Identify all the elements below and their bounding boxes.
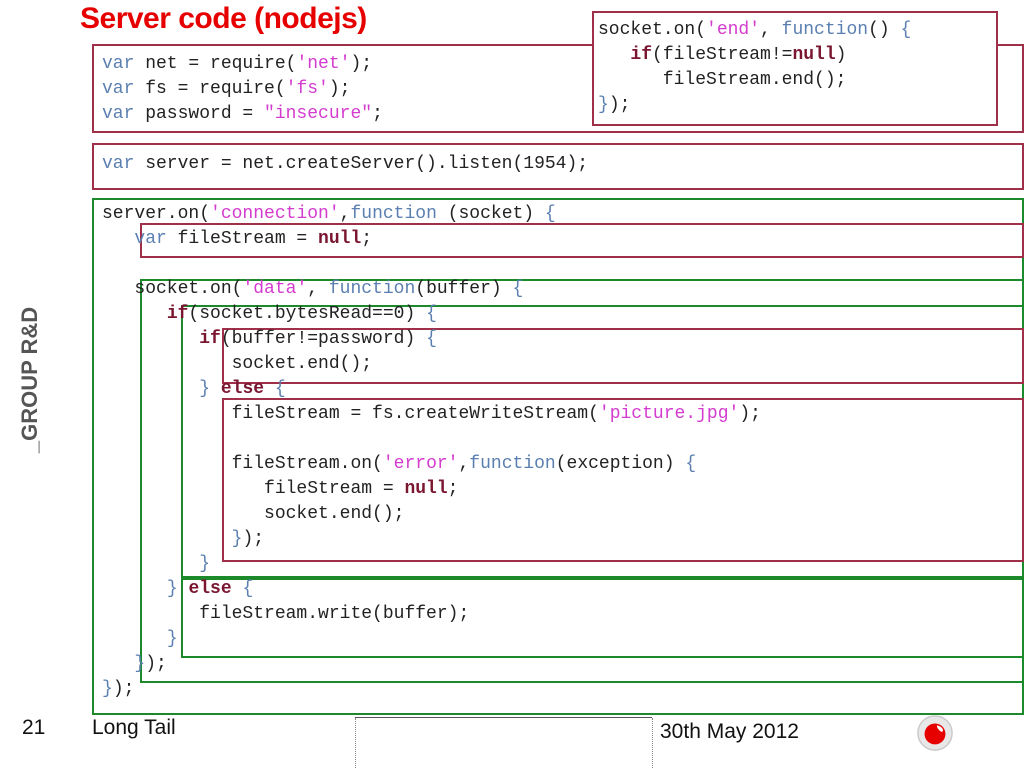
footer-separator [355, 718, 356, 768]
footer-text: Long Tail [92, 716, 176, 739]
code-line: fileStream.on('error',function(exception… [102, 454, 697, 474]
require-box [92, 44, 1024, 133]
code-line: if(buffer!=password) { [199, 329, 437, 349]
code-requires: var net = require('net'); var fs = requir… [102, 52, 383, 127]
code-connection: server.on('connection',function (socket)… [102, 202, 761, 702]
filestream-var-box [140, 223, 1024, 258]
code-line: var fs = require('fs'); [102, 79, 351, 99]
code-line: fileStream = fs.createWriteStream('pictu… [102, 404, 761, 424]
code-line: }); [102, 679, 135, 699]
end-handler-box [592, 11, 998, 126]
code-line: var server = net.createServer().listen(1… [102, 154, 589, 174]
code-line: socket.on('data', function(buffer) { [102, 279, 524, 299]
code-line: server.on('connection',function (socket)… [102, 204, 556, 224]
code-line: socket.end(); [102, 354, 373, 374]
code-line: } [199, 554, 211, 574]
code-line: socket.end(); [102, 504, 405, 524]
code-line: var net = require('net'); [102, 54, 373, 74]
footer-divider [355, 717, 652, 718]
code-line: }); [134, 654, 167, 674]
code-line [102, 252, 761, 277]
code-line: } [166, 629, 178, 649]
write-stream-box [222, 398, 1024, 562]
code-line: if(fileStream!=null) [630, 45, 847, 65]
code-line: }); [598, 95, 631, 115]
code-line [102, 427, 761, 452]
code-line: }); [231, 529, 265, 549]
code-line: if(socket.bytesRead==0) { [166, 304, 437, 324]
code-line: fileStream.write(buffer); [102, 604, 470, 624]
slide-title: Server code (nodejs) [80, 2, 367, 35]
server-box [92, 143, 1024, 190]
code-line: var password = "insecure"; [102, 104, 383, 124]
else-write-box [181, 578, 1024, 658]
code-line: var fileStream = null; [134, 229, 373, 249]
code-line: fileStream.end(); [598, 70, 847, 90]
code-line: } else { [166, 579, 254, 599]
footer-separator [652, 718, 653, 768]
code-end-handler: socket.on('end', function() { if(fileStr… [598, 18, 911, 118]
code-line: fileStream = null; [102, 479, 459, 499]
code-line: } else { [199, 379, 286, 399]
page-number: 21 [22, 716, 46, 739]
footer-date: 30th May 2012 [660, 720, 799, 743]
code-server: var server = net.createServer().listen(1… [102, 152, 588, 177]
side-label: _GROUP R&D [17, 306, 42, 454]
code-line: socket.on('end', function() { [598, 20, 912, 40]
vodafone-logo-icon [917, 715, 953, 751]
password-check-box [222, 328, 1024, 384]
